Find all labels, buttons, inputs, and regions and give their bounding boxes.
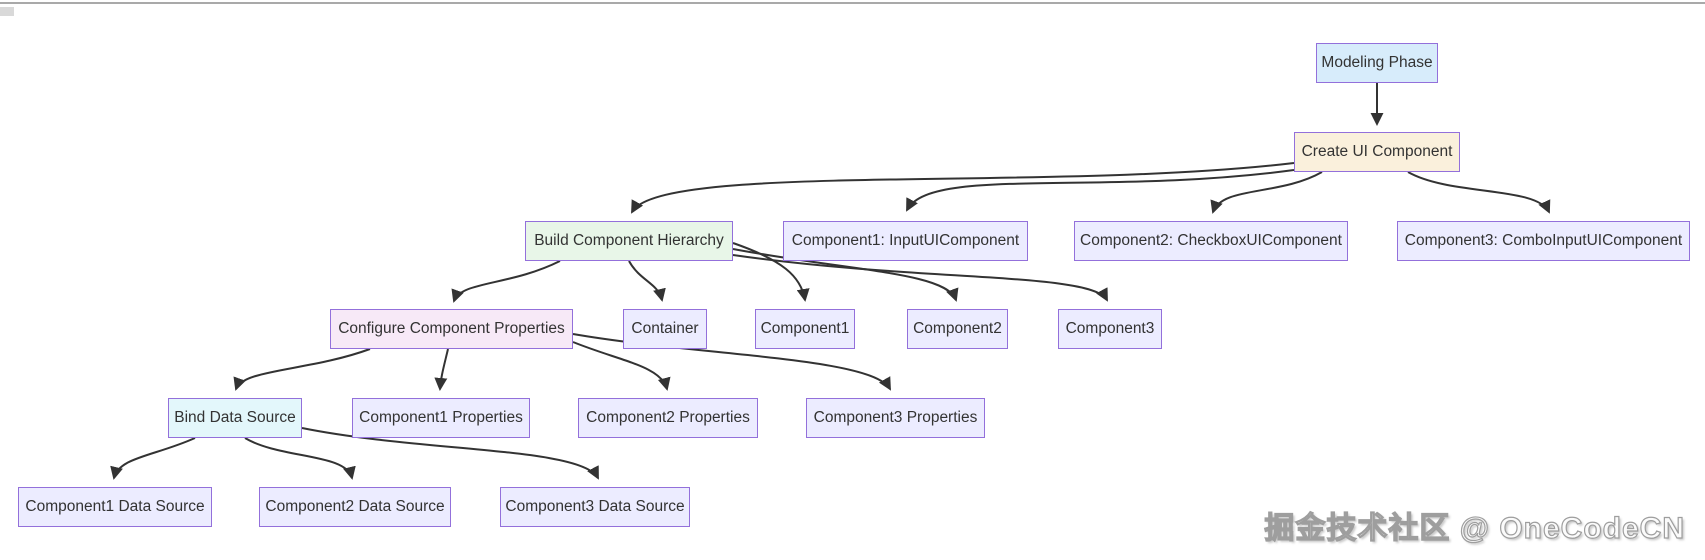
- node-build: Build Component Hierarchy: [525, 221, 733, 261]
- edge-build-comp2: [732, 248, 959, 302]
- node-c2props: Component2 Properties: [578, 398, 758, 438]
- edge-configure-c2props: [572, 341, 671, 391]
- edge-build-configure: [451, 260, 561, 303]
- node-comp2: Component2: [907, 309, 1008, 349]
- node-comp2ui: Component2: CheckboxUIComponent: [1074, 221, 1348, 261]
- edge-bind-c3ds: [301, 427, 599, 480]
- edge-bind-c2ds: [244, 437, 356, 480]
- node-bind: Bind Data Source: [168, 398, 302, 438]
- node-c3ds: Component3 Data Source: [500, 487, 690, 527]
- node-comp1: Component1: [755, 309, 855, 349]
- edge-create-comp1ui: [906, 169, 1295, 212]
- edge-build-container: [628, 260, 666, 302]
- node-c1props: Component1 Properties: [352, 398, 530, 438]
- corner-chip: [0, 7, 14, 16]
- edge-bind-c1ds: [110, 437, 196, 480]
- node-c1ds: Component1 Data Source: [18, 487, 212, 527]
- node-comp1ui: Component1: InputUIComponent: [783, 221, 1028, 261]
- node-container: Container: [623, 309, 707, 349]
- node-c3props: Component3 Properties: [806, 398, 985, 438]
- edge-configure-bind: [233, 348, 371, 391]
- top-divider: [0, 2, 1705, 4]
- edge-build-comp3: [732, 254, 1108, 302]
- edge-configure-c1props: [434, 348, 449, 391]
- edge-create-comp3ui: [1407, 171, 1551, 214]
- node-comp3: Component3: [1058, 309, 1162, 349]
- node-modeling: Modeling Phase: [1316, 43, 1438, 83]
- node-create: Create UI Component: [1294, 132, 1460, 172]
- watermark: 掘金技术社区 @ OneCodeCN: [1264, 511, 1685, 545]
- edge-build-comp1: [732, 242, 810, 302]
- edge-create-comp2ui: [1210, 171, 1323, 214]
- node-configure: Configure Component Properties: [330, 309, 573, 349]
- node-comp3ui: Component3: ComboInputUIComponent: [1397, 221, 1690, 261]
- edge-create-build: [631, 162, 1295, 214]
- node-c2ds: Component2 Data Source: [259, 487, 451, 527]
